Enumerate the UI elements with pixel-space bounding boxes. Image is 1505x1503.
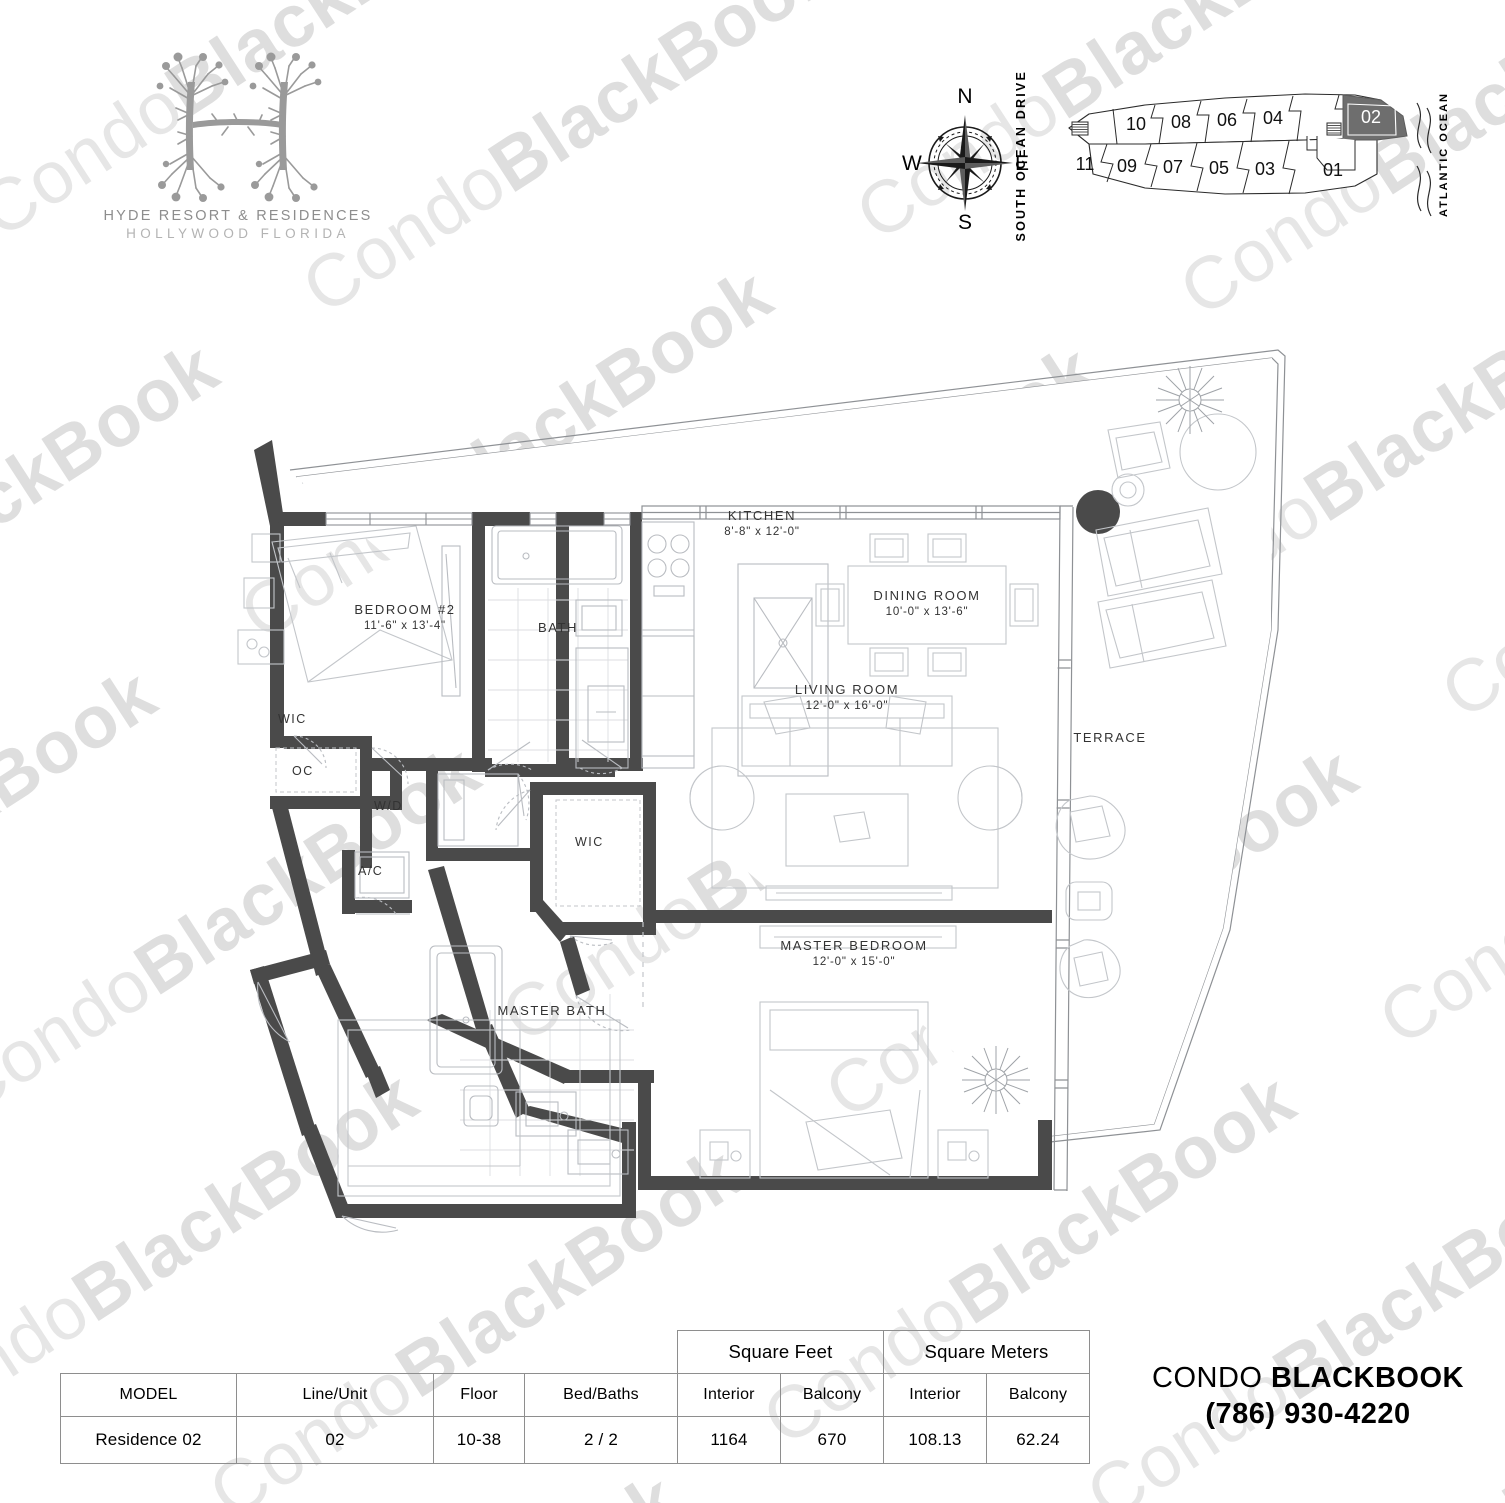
col-header-model: MODEL bbox=[60, 1373, 237, 1417]
col-header-sf-interior: Interior bbox=[677, 1373, 781, 1417]
keyplan-unit-11: 11 bbox=[1076, 154, 1095, 174]
south-ocean-drive-label: SOUTH OCEAN DRIVE bbox=[1014, 70, 1028, 242]
col-header-sm-balcony: Balcony bbox=[986, 1373, 1090, 1417]
watermark-text: CondoBlackBook bbox=[1426, 543, 1505, 735]
brand-name-bold: BLACKBOOK bbox=[1271, 1362, 1464, 1394]
keyplan-unit-02: 02 bbox=[1361, 107, 1381, 127]
group-header-square-feet: Square Feet bbox=[677, 1330, 884, 1374]
cell-model: Residence 02 bbox=[60, 1416, 237, 1464]
keyplan-unit-01: 01 bbox=[1323, 160, 1343, 180]
col-header-sm-interior: Interior bbox=[883, 1373, 987, 1417]
group-header-square-meters: Square Meters bbox=[883, 1330, 1090, 1374]
cell-sm-interior: 108.13 bbox=[883, 1416, 987, 1464]
compass-north-label: N bbox=[957, 85, 972, 108]
cell-line-unit: 02 bbox=[236, 1416, 434, 1464]
watermark-text: CondoBlackBook bbox=[0, 651, 171, 935]
logo-line-1: HYDE RESORT & RESIDENCES bbox=[103, 208, 373, 224]
compass-east-label: E bbox=[1015, 152, 1029, 175]
compass-rose-icon: N S W E bbox=[895, 85, 1035, 235]
room-label-wic-master: WIC bbox=[575, 835, 604, 849]
keyplan-unit-03: 03 bbox=[1255, 159, 1275, 179]
cell-sf-balcony: 670 bbox=[780, 1416, 884, 1464]
h-tree-logo-icon bbox=[156, 52, 322, 202]
table-group-header-row: Square Feet Square Meters bbox=[61, 1330, 1090, 1374]
condo-blackbook-brand: CONDO BLACKBOOK (786) 930-4220 bbox=[1128, 1362, 1488, 1431]
room-label-wd: W/D bbox=[374, 799, 403, 813]
cell-sf-interior: 1164 bbox=[677, 1416, 781, 1464]
brand-phone: (786) 930-4220 bbox=[1205, 1398, 1411, 1430]
terrace-marker-dot bbox=[1076, 490, 1120, 534]
compass-west-label: W bbox=[902, 152, 922, 175]
col-header-floor: Floor bbox=[433, 1373, 525, 1417]
keyplan-unit-10: 10 bbox=[1126, 114, 1146, 134]
room-label-wic-bedroom2: WIC bbox=[278, 712, 307, 726]
building-key-plan: 10 08 06 04 02 11 09 07 05 03 01 bbox=[1055, 78, 1435, 243]
keyplan-unit-08: 08 bbox=[1171, 112, 1191, 132]
logo-line-2: HOLLYWOOD FLORIDA bbox=[126, 226, 350, 241]
col-header-sf-balcony: Balcony bbox=[780, 1373, 884, 1417]
keyplan-unit-07: 07 bbox=[1163, 157, 1183, 177]
keyplan-unit-09: 09 bbox=[1117, 156, 1137, 176]
room-label-oc: OC bbox=[292, 764, 314, 778]
hyde-logo-block: HYDE RESORT & RESIDENCES HOLLYWOOD FLORI… bbox=[88, 52, 388, 241]
brand-name: CONDO BLACKBOOK bbox=[1128, 1362, 1488, 1395]
compass-south-label: S bbox=[958, 211, 972, 234]
cell-sm-balcony: 62.24 bbox=[986, 1416, 1090, 1464]
keyplan-unit-05: 05 bbox=[1209, 158, 1229, 178]
atlantic-ocean-label: ATLANTIC OCEAN bbox=[1438, 92, 1450, 217]
table-row: Residence 02 02 10-38 2 / 2 1164 670 108… bbox=[60, 1416, 1090, 1464]
col-header-bed-baths: Bed/Baths bbox=[524, 1373, 678, 1417]
unit-spec-table: Square Feet Square Meters MODEL Line/Uni… bbox=[60, 1330, 1090, 1464]
table-column-header-row: MODEL Line/Unit Floor Bed/Baths Interior… bbox=[60, 1373, 1090, 1417]
brand-name-light: CONDO bbox=[1152, 1362, 1271, 1394]
cell-bed-baths: 2 / 2 bbox=[524, 1416, 678, 1464]
keyplan-unit-06: 06 bbox=[1217, 110, 1237, 130]
keyplan-unit-04: 04 bbox=[1263, 108, 1283, 128]
room-label-ac: A/C bbox=[358, 864, 384, 878]
watermark-text: CondoBlackBook bbox=[0, 325, 233, 609]
watermark-text: CondoBlackBook bbox=[1364, 870, 1505, 1062]
watermark-text: CondoBlackBook bbox=[1010, 1459, 1505, 1503]
floor-plan-drawing: BEDROOM #2 11'-6" x 13'-4" BATH KITCHEN … bbox=[230, 330, 1320, 1260]
cell-floor: 10-38 bbox=[433, 1416, 525, 1464]
col-header-line-unit: Line/Unit bbox=[236, 1373, 434, 1417]
